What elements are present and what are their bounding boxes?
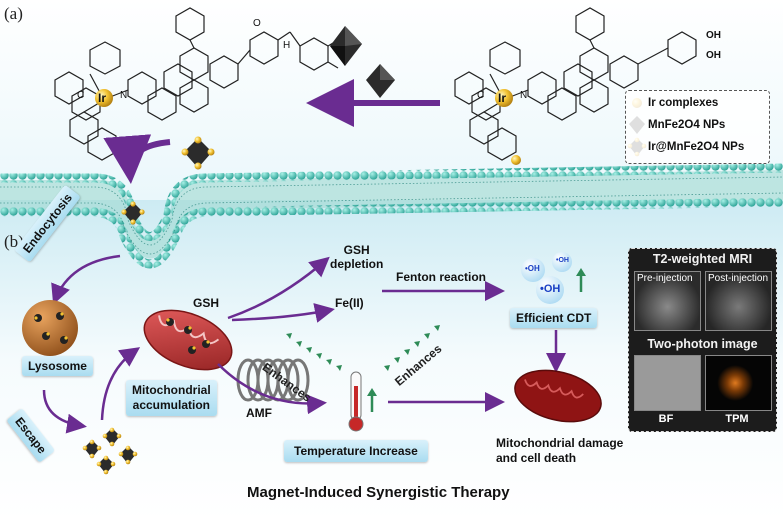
c-label-left: C: [77, 90, 85, 101]
n-label-right: N: [520, 90, 528, 101]
c-label-right: C: [477, 90, 485, 101]
ir-mnfe2o4-np-membrane: [121, 201, 145, 225]
ir-center-left: [95, 89, 113, 107]
endocytosis-arrow: [51, 254, 121, 305]
damage-label: Mitochondrial damage and cell death: [496, 436, 623, 466]
legend-irnp-label: Ir@MnFe2O4 NPs: [648, 141, 745, 153]
gsh-depletion-line1: GSH: [343, 243, 370, 257]
mito-accumulation-badge: Mitochondrial accumulation: [126, 380, 217, 416]
panel-label-a: (a): [4, 4, 23, 23]
ir-label-left: Ir: [98, 91, 107, 105]
two-photon-title: Two-photon image: [647, 337, 758, 351]
cell-membrane: [0, 163, 783, 269]
amf-label: AMF: [246, 406, 272, 420]
legend-np-label: MnFe2O4 NPs: [648, 119, 726, 131]
gsh-depletion-line2: depletion: [330, 257, 384, 271]
tpm-image: [705, 355, 772, 411]
right-complex-structure: [454, 7, 697, 161]
gsh-depletion-arrow: [227, 256, 330, 320]
post-injection-image: Post-injection: [705, 271, 772, 331]
carbonyl-o-left: O: [253, 18, 261, 29]
gsh-label: GSH: [193, 296, 220, 310]
thermometer-icon: [348, 371, 364, 432]
post-injection-label: Post-injection: [708, 273, 769, 284]
damage-line1: Mitochondrial damage: [496, 436, 624, 450]
tpm-label: TPM: [725, 413, 749, 425]
oh-label-1: •OH: [525, 264, 540, 273]
oh-label-3: •OH: [540, 283, 561, 295]
mnfe2o4-octahedron-free: [366, 64, 395, 98]
pre-injection-label: Pre-injection: [637, 273, 693, 284]
enhances-chevrons-left: [286, 333, 342, 371]
mnfe2o4-octahedron-left: [330, 26, 362, 66]
mito-accumulation-line1: Mitochondrial: [132, 383, 211, 397]
n-label-left: N: [120, 90, 128, 101]
fe-label: Fe(II): [335, 296, 364, 310]
released-nps: [82, 427, 138, 475]
ir-center-right: [495, 89, 513, 107]
lysosome-badge: Lysosome: [22, 356, 93, 376]
amide-n-left: H: [283, 40, 291, 51]
mri-title: T2-weighted MRI: [652, 252, 753, 266]
bf-label: BF: [658, 413, 674, 425]
ir-mnfe2o4-np-top: [181, 136, 215, 170]
therapy-title: Magnet-Induced Synergistic Therapy: [247, 484, 510, 501]
catechol-oh-1: OH: [706, 30, 721, 41]
damage-line2: and cell death: [496, 451, 577, 465]
temperature-badge: Temperature Increase: [284, 440, 428, 462]
ir-label-right: Ir: [498, 91, 507, 105]
gsh-depletion-label: GSH depletion: [330, 243, 383, 271]
pre-injection-image: Pre-injection: [634, 271, 701, 331]
fe-arrow: [231, 303, 335, 323]
legend-ir-label: Ir complexes: [648, 97, 719, 109]
mito-accumulation-line2: accumulation: [132, 398, 211, 412]
uptake-arrow: [103, 134, 171, 184]
escape-arrow: [42, 389, 87, 434]
mitochondrion-damaged: [514, 369, 602, 423]
targeting-arrow: [100, 347, 141, 421]
bf-image: [634, 355, 701, 411]
fenton-label: Fenton reaction: [396, 270, 487, 284]
efficient-cdt-badge: Efficient CDT: [510, 308, 598, 328]
imaging-panel: T2-weighted MRI Pre-injection Post-injec…: [628, 248, 777, 432]
enhances-chevrons-right: [384, 325, 440, 371]
hydroxyl-radicals: [521, 252, 572, 304]
lysosome: [22, 300, 78, 356]
ir-complex-dot: [511, 155, 521, 165]
heating-arrow: [217, 363, 327, 415]
oh-label-2: •OH: [556, 257, 569, 264]
mitochondrion-loaded: [143, 309, 233, 371]
legend-box: Ir complexes MnFe2O4 NPs Ir@MnFe2O4 NPs: [625, 90, 770, 164]
catechol-oh-2: OH: [706, 50, 721, 61]
